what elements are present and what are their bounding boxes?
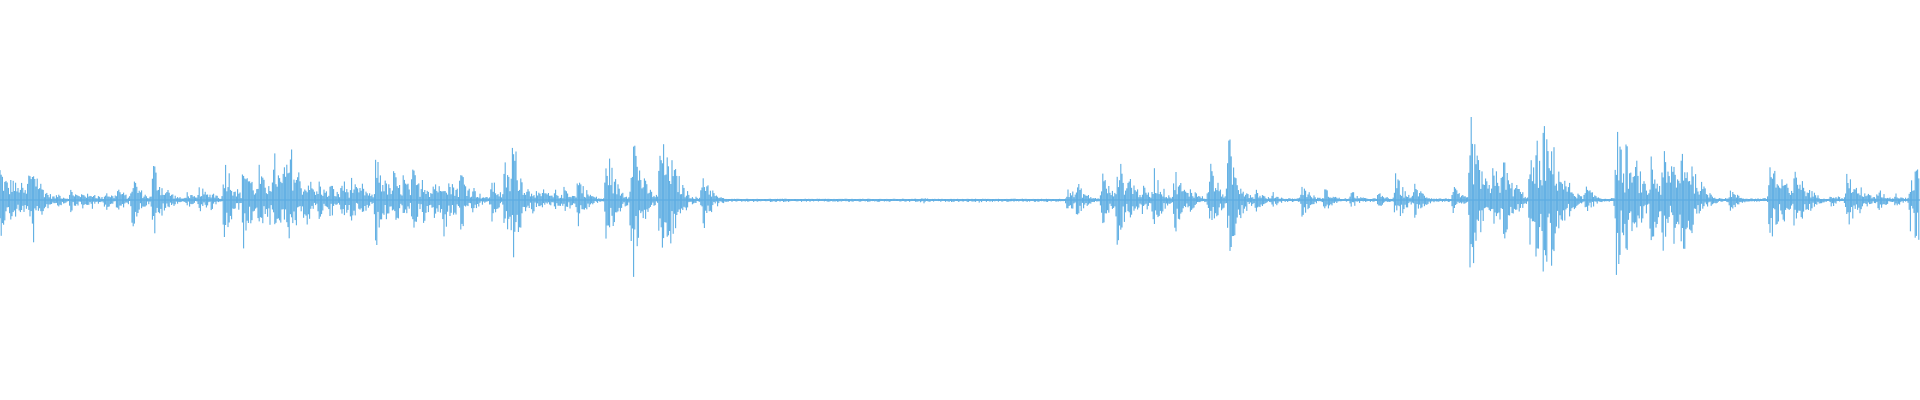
waveform-samples: [0, 117, 1920, 277]
